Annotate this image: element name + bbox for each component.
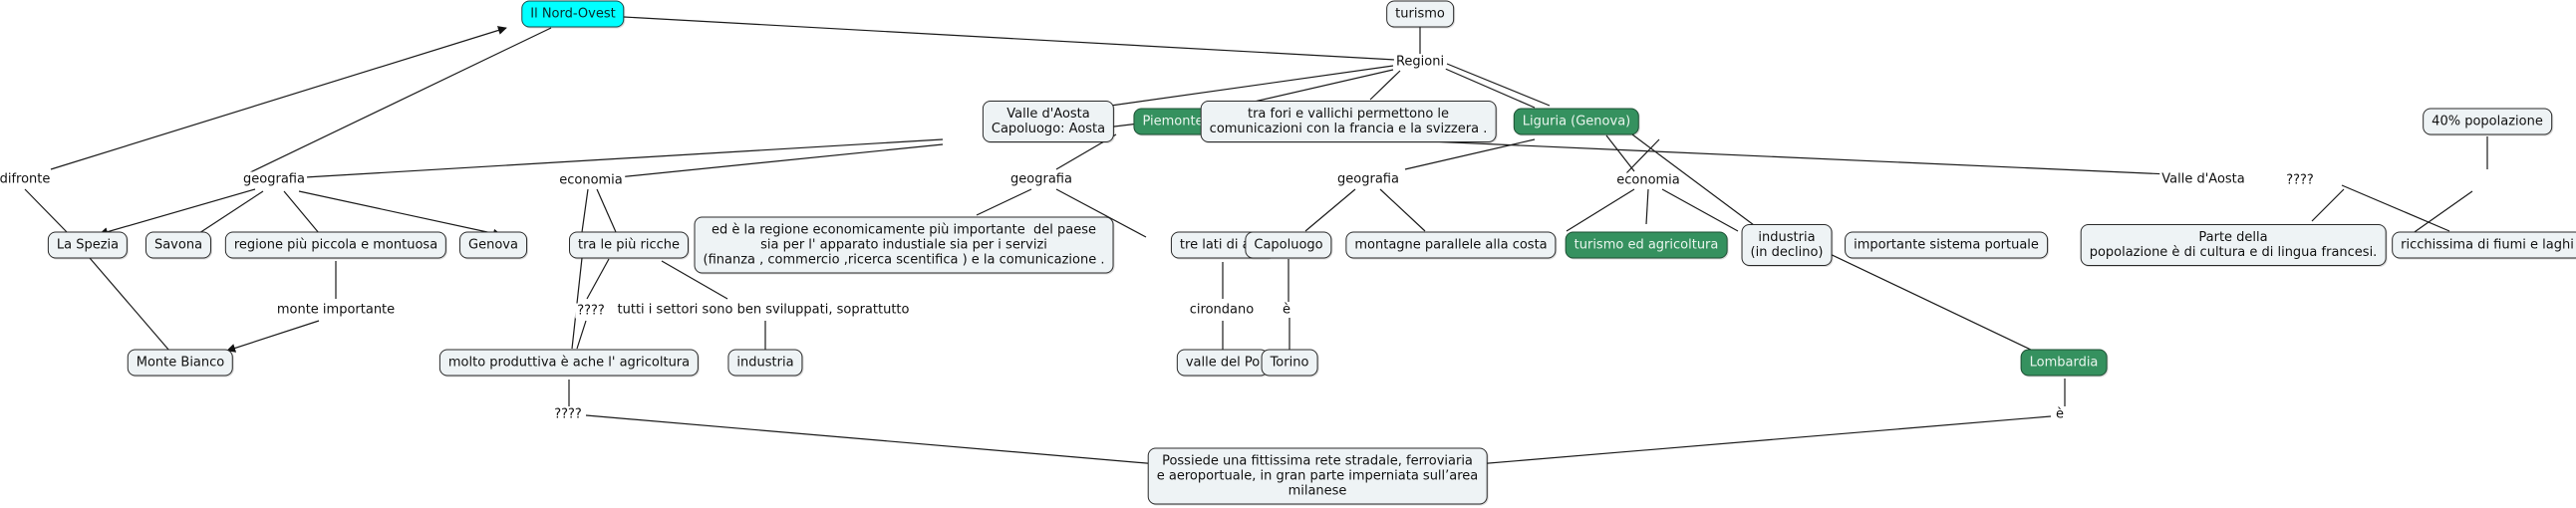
edge-ricche-q <box>586 258 610 300</box>
link-difronte: difronte <box>0 171 53 187</box>
link-e-torino: è <box>1281 302 1292 318</box>
edge-laspezia-montebianco <box>89 257 170 352</box>
link-e-lombardia: è <box>2054 406 2066 422</box>
concept-industria[interactable]: industria <box>727 349 803 377</box>
edge-liguria-economia <box>1625 138 1660 174</box>
concept-torino[interactable]: Torino <box>1261 349 1318 377</box>
link-unknown-agricoltura: ???? <box>552 406 584 422</box>
concept-turismo[interactable]: turismo <box>1386 0 1454 28</box>
link-unknown-ricche: ???? <box>575 303 607 319</box>
concept-capoluogo[interactable]: Capoluogo <box>1245 231 1332 259</box>
edge-geografia-trelati <box>1055 188 1147 238</box>
concept-il-nord-ovest[interactable]: Il Nord-Ovest <box>521 0 625 28</box>
link-geografia-piemonte-2: geografia <box>1335 171 1401 187</box>
edge-liguria-economia-dummy <box>1605 134 1635 172</box>
concept-monte-bianco[interactable]: Monte Bianco <box>127 349 234 377</box>
concept-la-spezia[interactable]: La Spezia <box>47 231 129 259</box>
edge-industria-lombardia <box>1823 250 2034 352</box>
edge-valleaosta-fiumi <box>2341 184 2450 232</box>
link-economia-ligure: economia <box>1614 172 1682 188</box>
concept-tra-le-piu-ricche[interactable]: tra le più ricche <box>568 231 690 259</box>
edge-valleaosta-parte <box>2311 188 2345 222</box>
edge-geografia-regione <box>283 190 320 234</box>
edge-geografia-savona <box>198 190 264 234</box>
edge-liguria-geografia <box>1404 138 1536 170</box>
edge-valleaosta-geografia <box>304 138 944 178</box>
edge-ricche-tutti <box>661 260 728 300</box>
edge-difronte-nordovest <box>50 26 507 170</box>
edge-regioni-liguria-b <box>1446 63 1551 107</box>
edge-q-fiumi <box>2411 190 2473 235</box>
edge-economia-ricche-a <box>581 188 589 233</box>
concept-regione-piccola[interactable]: regione più piccola e montuosa <box>224 231 447 259</box>
concept-lombardia[interactable]: Lombardia <box>2020 349 2108 377</box>
edge-monte-montebianco <box>226 320 320 353</box>
link-monte-importante: monte importante <box>274 302 398 318</box>
edge-geografia-nordovest <box>243 27 552 176</box>
concept-industria-declino[interactable]: industria (in declino) <box>1741 224 1833 266</box>
concept-liguria[interactable]: Liguria (Genova) <box>1513 108 1640 135</box>
edge-difronte-laspezia <box>24 188 69 234</box>
edge-economia-turismo <box>1566 188 1635 232</box>
link-economia-liguria: economia <box>557 172 625 188</box>
concept-valle-del-po[interactable]: valle del Po <box>1176 349 1270 377</box>
concept-regione-economica[interactable]: ed è la regione economicamente più impor… <box>694 216 1114 274</box>
concept-montagne-parallele[interactable]: montagne parallele alla costa <box>1345 231 1557 259</box>
concept-turismo-agricoltura[interactable]: turismo ed agricoltura <box>1565 231 1728 259</box>
edge-geografia-capoluogo <box>1304 188 1356 232</box>
link-geografia-piemonte: geografia <box>1008 171 1074 187</box>
edge-regioni-liguria-a <box>1442 67 1536 109</box>
edge-regioni-valleaosta <box>1067 65 1394 116</box>
edge-regioni-valichi <box>1369 70 1401 101</box>
edge-q-agricoltura <box>576 320 587 350</box>
edge-geografia-genova <box>298 190 502 238</box>
concept-piemonte[interactable]: Piemonte <box>1133 108 1213 135</box>
concept-genova[interactable]: Genova <box>459 231 527 259</box>
edge-economia-ricche-b <box>596 188 617 233</box>
link-unknown-popolazione: ???? <box>2284 172 2316 188</box>
concept-savona[interactable]: Savona <box>144 231 212 259</box>
edge-geografia-laspezia <box>99 188 256 237</box>
concept-sistema-portuale[interactable]: importante sistema portuale <box>1845 231 2048 259</box>
link-tutti-settori: tutti i settori sono ben sviluppati, sop… <box>615 302 912 318</box>
edge-valleaosta-economia <box>617 143 944 178</box>
concept-rete-stradale[interactable]: Possiede una fittissima rete stradale, f… <box>1147 447 1488 505</box>
link-geografia-liguria: geografia <box>241 171 307 187</box>
concept-valichi[interactable]: tra fori e vallichi permettono le comuni… <box>1200 101 1497 142</box>
concept-agricoltura[interactable]: molto produttiva è ache l' agricoltura <box>438 349 700 377</box>
concept-parte-popolazione[interactable]: Parte della popolazione è di cultura e d… <box>2080 224 2387 266</box>
edge-geografia-economica <box>976 188 1032 216</box>
link-valle-daosta: Valle d'Aosta <box>2159 171 2247 187</box>
concept-valle-daosta[interactable]: Valle d'Aosta Capoluogo: Aosta <box>982 101 1115 142</box>
edge-e-rete <box>1476 415 2052 468</box>
edge-economia-industria <box>1645 188 1649 225</box>
edge-geografia-montagne <box>1379 188 1426 232</box>
concept-fiumi-laghi[interactable]: ricchissima di fiumi e laghi <box>2392 231 2576 259</box>
edge-nordovest-regioni <box>623 16 1396 61</box>
link-regioni: Regioni <box>1393 54 1447 70</box>
edge-q-rete <box>585 414 1159 468</box>
edge-economia-portuale <box>1661 188 1739 232</box>
link-cirondano: cirondano <box>1187 302 1257 318</box>
concept-40-popolazione[interactable]: 40% popolazione <box>2423 108 2552 135</box>
edge-liguria-industria <box>1631 133 1755 226</box>
